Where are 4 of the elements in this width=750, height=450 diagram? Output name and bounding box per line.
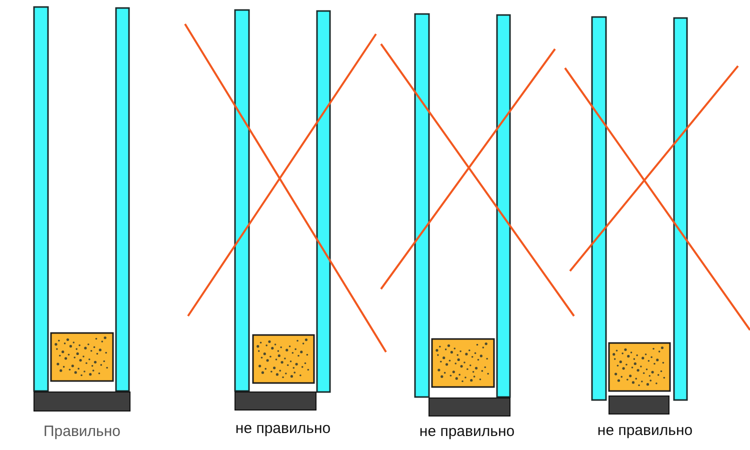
caption-text: не правильно	[597, 423, 693, 439]
caption-text: не правильно	[419, 424, 515, 440]
caption-text: Правильно	[44, 424, 120, 440]
caption-text: не правильно	[235, 421, 331, 437]
